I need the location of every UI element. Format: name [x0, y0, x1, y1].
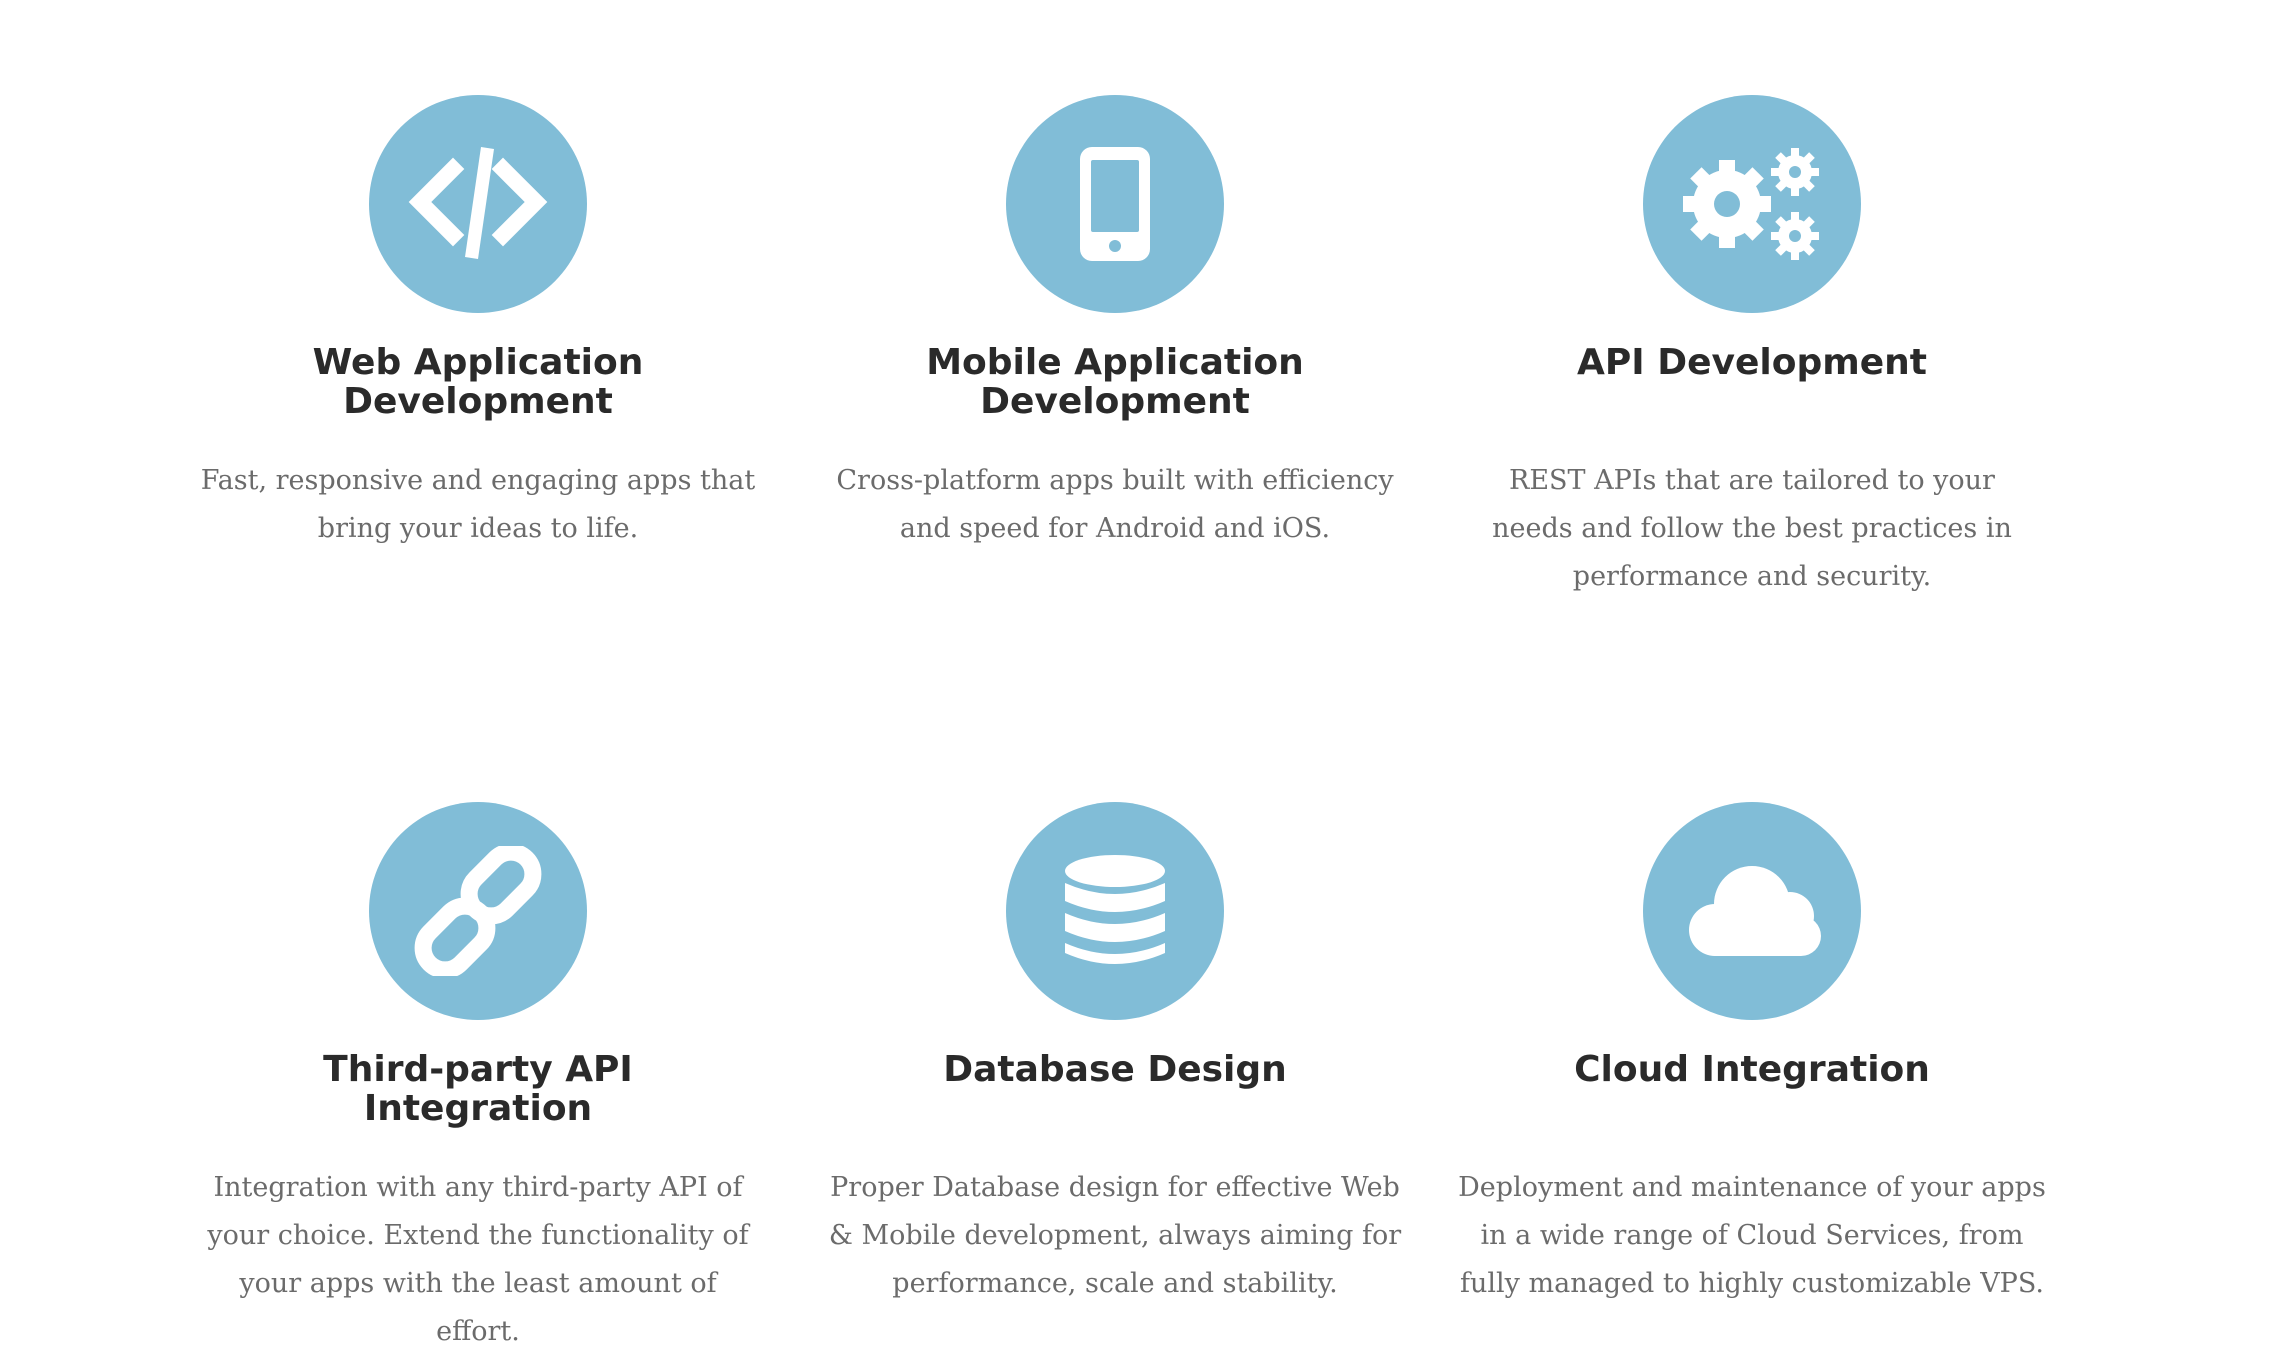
service-description: Cross-platform apps built with efficienc…	[836, 465, 1394, 544]
service-title: Cloud Integration	[1574, 1049, 1930, 1090]
service-card-api-development: API Development REST APIs that are tailo…	[1452, 95, 2052, 601]
code-icon	[369, 95, 587, 313]
link-icon	[369, 802, 587, 1020]
service-card-mobile-application: Mobile Application Development Cross-pla…	[815, 95, 1415, 553]
service-card-web-application: Web Application Development Fast, respon…	[178, 95, 778, 553]
mobile-phone-icon	[1006, 95, 1224, 313]
service-description: Integration with any third-party API of …	[207, 1172, 749, 1347]
service-card-cloud-integration: Cloud Integration Deployment and mainten…	[1452, 802, 2052, 1308]
service-title: Database Design	[943, 1049, 1287, 1090]
gears-icon	[1643, 95, 1861, 313]
service-description: Deployment and maintenance of your apps …	[1458, 1172, 2046, 1299]
cloud-icon	[1643, 802, 1861, 1020]
service-description: Proper Database design for effective Web…	[828, 1172, 1402, 1299]
service-description: REST APIs that are tailored to your need…	[1492, 465, 2012, 592]
service-title: API Development	[1577, 342, 1927, 383]
service-description: Fast, responsive and engaging apps that …	[200, 465, 756, 544]
database-icon	[1006, 802, 1224, 1020]
service-title: Web Application Development	[312, 342, 644, 422]
service-card-database-design: Database Design Proper Database design f…	[815, 802, 1415, 1308]
service-title: Third-party API Integration	[323, 1049, 633, 1129]
service-title: Mobile Application Development	[926, 342, 1304, 422]
service-card-third-party-api: Third-party API Integration Integration …	[178, 802, 778, 1356]
